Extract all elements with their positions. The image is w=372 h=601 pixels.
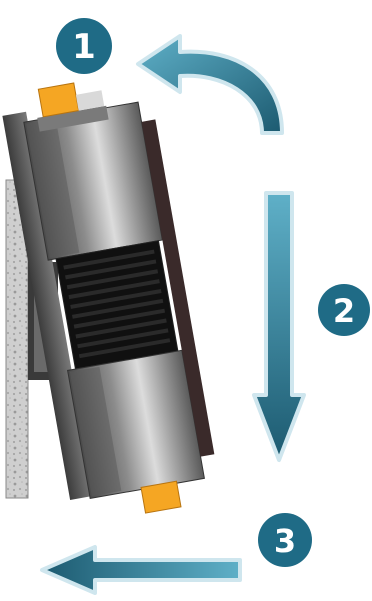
controller-module	[2, 82, 215, 514]
top-connector	[37, 82, 80, 118]
bottom-connector	[140, 480, 182, 514]
step-1-label: 1	[72, 27, 96, 67]
step-1-badge: 1	[56, 18, 112, 74]
step-2-badge: 2	[318, 284, 370, 336]
rotate-arrow	[136, 34, 284, 135]
step-3-label: 3	[274, 522, 296, 560]
step-2-label: 2	[333, 292, 355, 330]
step-3-badge: 3	[258, 513, 312, 567]
left-arrow	[40, 545, 242, 595]
down-arrow	[252, 191, 306, 462]
